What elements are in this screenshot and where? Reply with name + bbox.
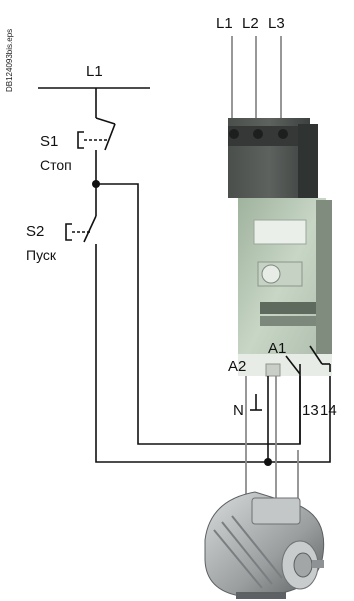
- coil-terminal-a1: A1: [268, 340, 286, 357]
- start-button-ref: S2: [26, 223, 44, 240]
- a1-lead-wire: [285, 355, 301, 375]
- phase-l1-label: L1: [216, 15, 233, 32]
- aux-terminal-14: 14: [320, 402, 337, 419]
- aux-contact-13-14: [299, 345, 331, 374]
- phase-l2-label: L2: [242, 15, 259, 32]
- coil-terminal-a2: A2: [228, 358, 246, 375]
- motor-starter-unit: [228, 118, 332, 377]
- start-leg-wire: [95, 244, 331, 463]
- motor: [204, 491, 325, 599]
- junction-node-bottom: [264, 458, 272, 466]
- control-line-label: L1: [86, 63, 103, 80]
- stop-button-ref: S1: [40, 133, 58, 150]
- drawing-code: DB124093bis.eps: [5, 29, 14, 92]
- stop-button-label: Стоп: [40, 157, 72, 173]
- aux-terminal-13: 13: [302, 402, 319, 419]
- phase-l3-label: L3: [268, 15, 285, 32]
- neutral-label: N: [233, 402, 244, 419]
- start-button-s2: S2 Пуск: [26, 215, 97, 263]
- start-button-label: Пуск: [26, 247, 57, 263]
- stop-button-s1: S1 Стоп: [40, 117, 116, 173]
